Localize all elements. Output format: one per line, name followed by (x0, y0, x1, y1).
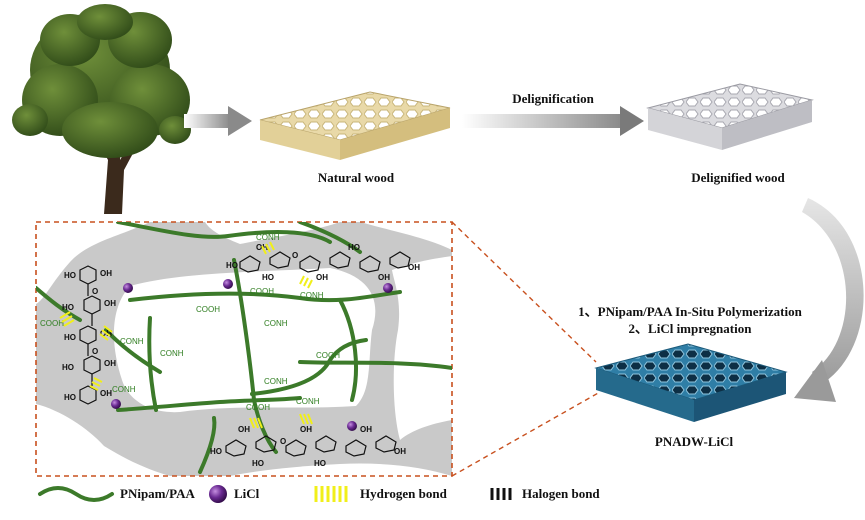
cell-lumen (36, 222, 150, 304)
svg-text:OH: OH (238, 425, 250, 434)
cell-lumen (360, 222, 452, 250)
svg-text:HO: HO (62, 363, 74, 372)
svg-text:COOH: COOH (250, 287, 274, 296)
svg-text:HO: HO (348, 243, 360, 252)
step1-label: 1、PNipam/PAA In-Situ Polymerization (578, 304, 802, 319)
legend-hbond-swatch (314, 486, 348, 502)
tree-icon (12, 4, 191, 214)
legend-polymer-label: PNipam/PAA (120, 486, 195, 501)
svg-text:HO: HO (226, 261, 238, 270)
svg-text:COOH: COOH (40, 319, 64, 328)
svg-text:O: O (292, 251, 298, 260)
zoom-line-bottom (451, 391, 601, 477)
licl-particle (383, 283, 393, 293)
legend-xbond-swatch (490, 488, 512, 500)
svg-text:OH: OH (100, 389, 112, 398)
svg-text:CONH: CONH (120, 337, 144, 346)
svg-text:CONH: CONH (256, 233, 280, 242)
legend-hbond-label: Hydrogen bond (360, 486, 448, 501)
svg-text:O: O (280, 437, 286, 446)
zoom-line-top (451, 221, 597, 363)
delignified-wood-label: Delignified wood (691, 170, 785, 185)
delignification-label: Delignification (512, 91, 594, 106)
svg-text:CONH: CONH (160, 349, 184, 358)
svg-text:HO: HO (262, 273, 274, 282)
svg-text:OH: OH (378, 273, 390, 282)
polymer-chain (116, 396, 302, 412)
curved-arrow-icon (794, 198, 864, 402)
pnadw-label: PNADW-LiCl (655, 434, 734, 449)
cell-lumen (230, 463, 452, 476)
svg-text:COOH: COOH (316, 351, 340, 360)
polymer-chain (298, 360, 452, 370)
natural-wood-block (259, 91, 451, 160)
arrow-right-icon (462, 106, 644, 136)
svg-text:OH: OH (104, 359, 116, 368)
svg-text:O: O (92, 287, 98, 296)
svg-text:CONH: CONH (296, 397, 320, 406)
natural-wood-label: Natural wood (318, 170, 395, 185)
legend-xbond-label: Halogen bond (522, 486, 600, 501)
licl-particle (123, 283, 133, 293)
legend-polymer-swatch (38, 486, 114, 502)
polymer-chain (338, 298, 358, 402)
svg-text:O: O (92, 347, 98, 356)
cellulose-labels-bottom: HO OH HO OH HO OH OH O (210, 425, 406, 468)
svg-text:HO: HO (64, 393, 76, 402)
polymer-chain (198, 416, 217, 474)
svg-text:HO: HO (62, 303, 74, 312)
arrow-right-icon (184, 106, 252, 136)
hydrogen-bonds (59, 241, 313, 429)
polymer-chain (116, 222, 332, 244)
svg-text:HO: HO (210, 447, 222, 456)
functional-groups: COOH COOH COOH COOH COOH CONH CONH CONH … (40, 233, 340, 412)
svg-text:OH: OH (300, 425, 312, 434)
zoom-panel: HO OH HO OH HO OH HO OH HO OH O O HO OH … (35, 221, 453, 477)
polymer-chain (36, 286, 82, 322)
svg-text:CONH: CONH (264, 319, 288, 328)
polymer-chain (298, 222, 362, 254)
step2-label: 2、LiCl impregnation (629, 321, 753, 336)
licl-particle (347, 421, 357, 431)
svg-text:OH: OH (394, 447, 406, 456)
cellulose-labels-left: HO OH HO OH HO OH HO OH HO OH O O (62, 269, 116, 402)
svg-text:HO: HO (64, 271, 76, 280)
svg-text:HO: HO (64, 333, 76, 342)
cell-lumen (113, 268, 376, 413)
legend-licl-label: LiCl (234, 486, 260, 501)
svg-text:OH: OH (100, 269, 112, 278)
delignified-wood-block (646, 83, 814, 150)
svg-text:OH: OH (104, 299, 116, 308)
svg-text:HO: HO (252, 459, 264, 468)
svg-text:COOH: COOH (196, 305, 220, 314)
cell-lumen (36, 404, 170, 476)
polymer-chain (128, 290, 402, 303)
polymer-chain (250, 338, 368, 396)
cellulose-chain-left (79, 265, 101, 405)
cellulose-chain-bottom (225, 435, 397, 457)
svg-text:OH: OH (360, 425, 372, 434)
svg-text:CONH: CONH (300, 291, 324, 300)
cell-lumen (392, 256, 452, 440)
licl-particle (223, 279, 233, 289)
svg-text:CONH: CONH (112, 385, 136, 394)
svg-text:CONH: CONH (264, 377, 288, 386)
svg-text:COOH: COOH (246, 403, 270, 412)
pnadw-block (594, 343, 788, 422)
cellulose-chain-top (239, 251, 411, 273)
polymer-chain (104, 328, 162, 374)
legend-licl-swatch (209, 485, 227, 503)
licl-particle (111, 399, 121, 409)
svg-text:HO: HO (314, 459, 326, 468)
svg-text:OH: OH (316, 273, 328, 282)
svg-text:OH: OH (408, 263, 420, 272)
legend: PNipam/PAA LiCl Hydrogen bond Halogen bo… (38, 485, 600, 503)
